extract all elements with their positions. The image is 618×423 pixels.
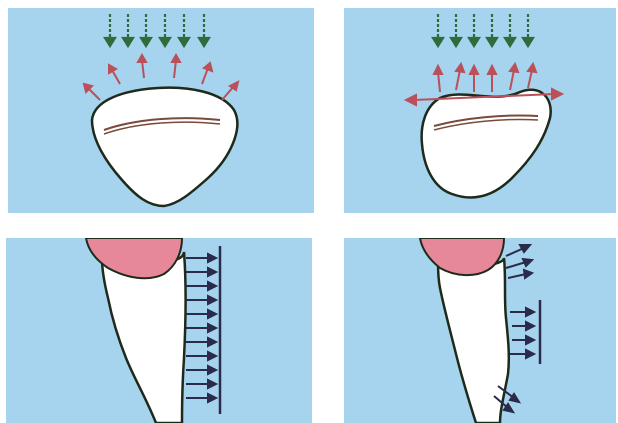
panel-occlusal-lateral	[344, 8, 616, 213]
panel-profile-uniform	[6, 238, 312, 423]
panel-occlusal-uniform	[8, 8, 314, 213]
occlusal-uniform-diagram	[8, 8, 314, 213]
profile-uniform-diagram	[6, 238, 312, 423]
profile-nonuniform-diagram	[344, 238, 616, 423]
panel-profile-nonuniform	[344, 238, 616, 423]
occlusal-lateral-diagram	[344, 8, 616, 213]
